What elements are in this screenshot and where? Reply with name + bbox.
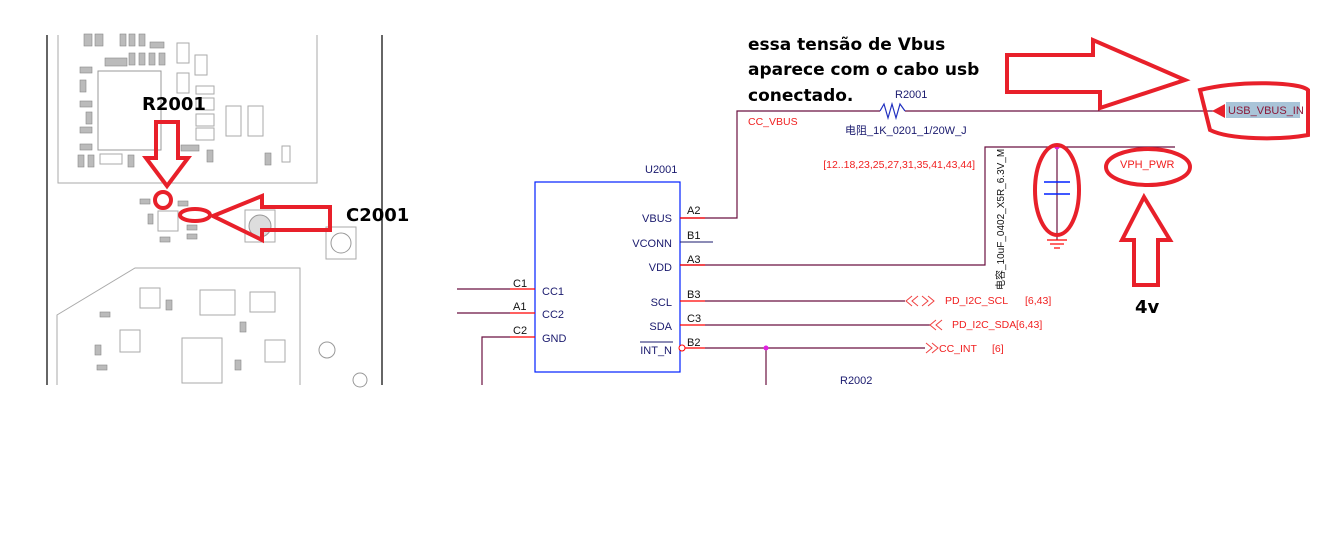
resistor-value: 电阻_1K_0201_1/20W_J — [845, 124, 967, 137]
pin-num: C2 — [513, 325, 527, 337]
pcb-components — [77, 33, 368, 388]
resistor-symbol — [879, 101, 906, 121]
capacitor-value: 电容_10uF_0402_X5R_6.3V_M — [994, 149, 1007, 290]
highlight-c2001 — [178, 207, 212, 223]
net-pd-i2c-sda-pages: [6,43] — [1016, 319, 1042, 331]
pin-scl: SCL — [651, 297, 672, 309]
arrow-down-icon — [142, 120, 192, 190]
pin-vdd: VDD — [649, 262, 672, 274]
net-usb-vbus-in: USB_VBUS_IN — [1228, 105, 1304, 117]
junction-dot — [763, 345, 769, 351]
annotation-line-3: conectado. — [748, 86, 853, 106]
net-pd-i2c-sda: PD_I2C_SDA — [952, 319, 1016, 331]
net-cc-int-pages: [6] — [992, 343, 1004, 355]
net-cc-int: CC_INT — [939, 343, 978, 355]
annotation-line-1: essa tensão de Vbus — [748, 35, 945, 55]
annotation-line-2: aparece com o cabo usb — [748, 60, 979, 80]
net-pd-i2c-scl: PD_I2C_SCL — [945, 295, 1008, 307]
pin-vconn: VCONN — [632, 238, 672, 250]
offpage-connector-icons — [905, 295, 943, 354]
arrow-right-icon — [1005, 36, 1191, 111]
pin-num: C3 — [687, 313, 701, 325]
pcb-label-r2001: R2001 — [142, 94, 206, 115]
left-pins: CC1 CC2 GND C1 A1 C2 — [513, 278, 567, 345]
pin-num: A1 — [513, 301, 526, 313]
ground-icon — [1047, 239, 1067, 249]
right-pins: VBUS VCONN VDD SCL SDA INT_N A2 B1 A3 B3… — [632, 205, 701, 357]
pin-vbus: VBUS — [642, 213, 672, 225]
highlight-usb-vbus-in — [1197, 81, 1310, 141]
pin-cc2: CC2 — [542, 309, 564, 321]
arrow-left-icon — [208, 193, 332, 244]
pin-cc1: CC1 — [542, 286, 564, 298]
pin-num: B3 — [687, 289, 700, 301]
pin-num: C1 — [513, 278, 527, 290]
net-cc-vbus: CC_VBUS — [748, 116, 798, 128]
highlight-vph-pwr — [1104, 147, 1192, 187]
highlight-r2001 — [153, 190, 173, 210]
pcb-label-c2001: C2001 — [346, 205, 409, 226]
net-pd-i2c-scl-pages: [6,43] — [1025, 295, 1051, 307]
highlight-capacitor — [1033, 143, 1081, 237]
resistor-ref: R2001 — [895, 89, 927, 101]
pcb-layout: R2001 C2001 — [46, 33, 409, 388]
pin-num: A2 — [687, 205, 700, 217]
pin-num: B1 — [687, 230, 700, 242]
annotation-voltage: 4v — [1135, 297, 1160, 318]
vph-pages: [12..18,23,25,27,31,35,41,43,44] — [823, 159, 975, 171]
pin-num: A3 — [687, 254, 700, 266]
net-vph-pwr: VPH_PWR — [1120, 159, 1174, 171]
ic-ref: U2001 — [645, 164, 677, 176]
arrow-up-icon — [1118, 192, 1174, 287]
ic-u2001 — [534, 181, 681, 373]
pin-sda: SDA — [649, 321, 672, 333]
next-ref: R2002 — [840, 375, 872, 387]
pin-num: B2 — [687, 337, 700, 349]
pin-int-n: INT_N — [640, 345, 672, 357]
pin-gnd: GND — [542, 333, 567, 345]
